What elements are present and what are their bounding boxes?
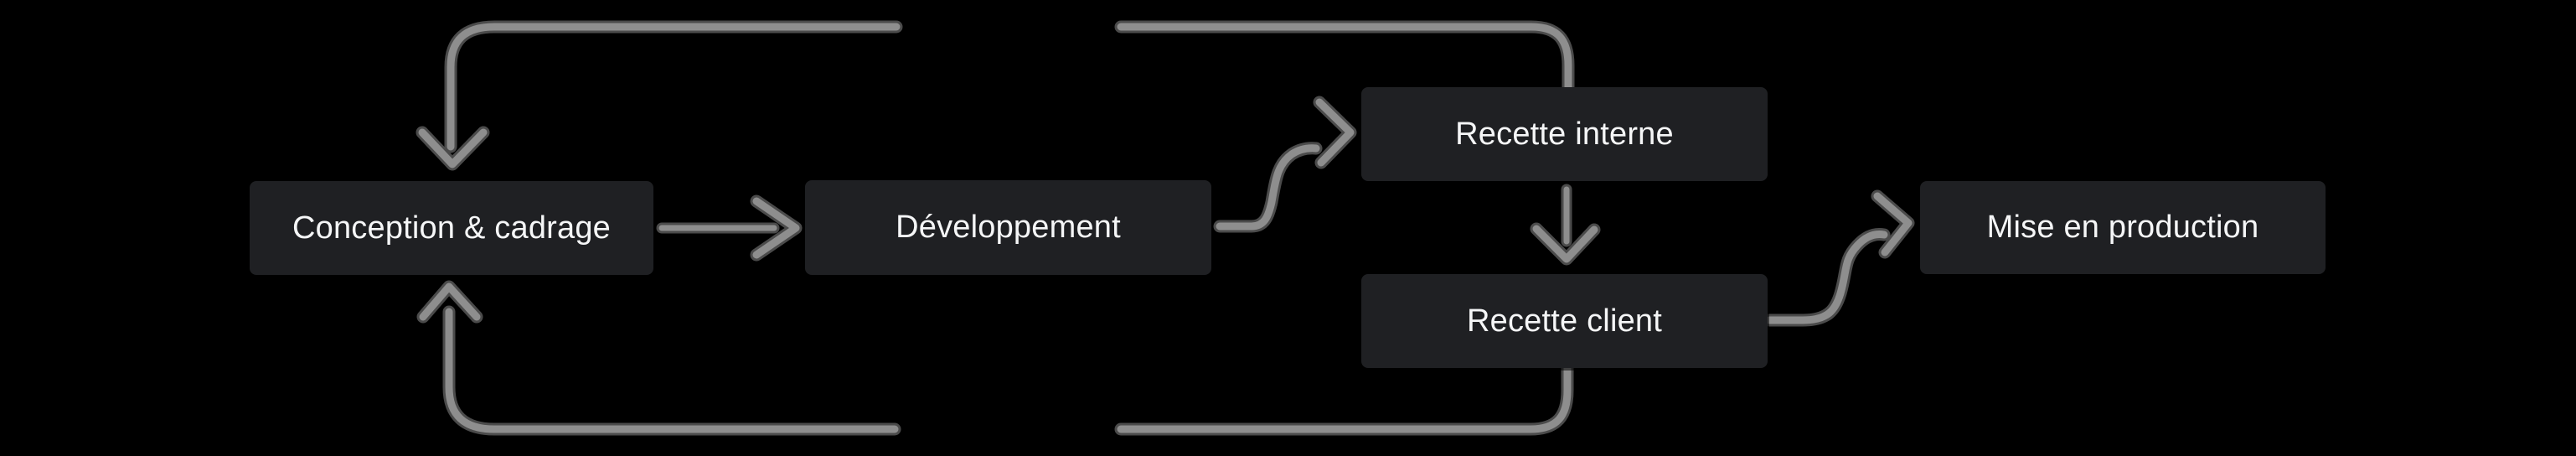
arrow-recette-client-to-mise-en-production — [1763, 189, 1915, 327]
arrow-feedback-recette-client-to-conception — [416, 280, 1574, 436]
arrow-shaft — [1114, 360, 1574, 436]
arrowhead-icon — [752, 197, 800, 259]
arrow-feedback-recette-interne-to-conception — [416, 20, 1575, 171]
arrow-shaft — [1216, 144, 1320, 231]
node-label: Conception & cadrage — [292, 210, 612, 246]
arrow-conception-to-developpement — [656, 194, 803, 262]
arrow-shaft — [445, 308, 899, 433]
arrow-shaft — [1765, 231, 1888, 324]
node-developpement[interactable]: Développement — [805, 180, 1211, 275]
arrowhead-icon — [1873, 192, 1913, 256]
node-label: Recette client — [1466, 303, 1663, 339]
arrow-shaft — [444, 20, 903, 153]
arrow-shaft — [1763, 228, 1891, 327]
arrow-developpement-to-recette-interne — [1213, 96, 1357, 233]
arrow-shaft — [1114, 20, 1575, 94]
arrow-recette-interne-to-recette-client — [1530, 184, 1601, 266]
node-recette-client[interactable]: Recette client — [1361, 274, 1768, 368]
node-recette-interne[interactable]: Recette interne — [1361, 87, 1768, 181]
arrowhead-icon — [1315, 98, 1355, 167]
node-mise-en-production[interactable]: Mise en production — [1920, 181, 2326, 274]
arrowhead-icon — [418, 128, 488, 168]
arrow-shaft — [1117, 23, 1572, 91]
arrowhead-icon — [419, 282, 481, 321]
arrow-shaft — [442, 305, 901, 436]
arrowhead-icon — [1532, 225, 1598, 263]
arrow-shaft — [447, 23, 901, 151]
node-label: Recette interne — [1455, 116, 1674, 152]
node-conception-cadrage[interactable]: Conception & cadrage — [250, 181, 653, 275]
arrow-shaft — [1117, 363, 1572, 433]
node-label: Mise en production — [1986, 210, 2259, 245]
node-label: Développement — [896, 210, 1121, 245]
